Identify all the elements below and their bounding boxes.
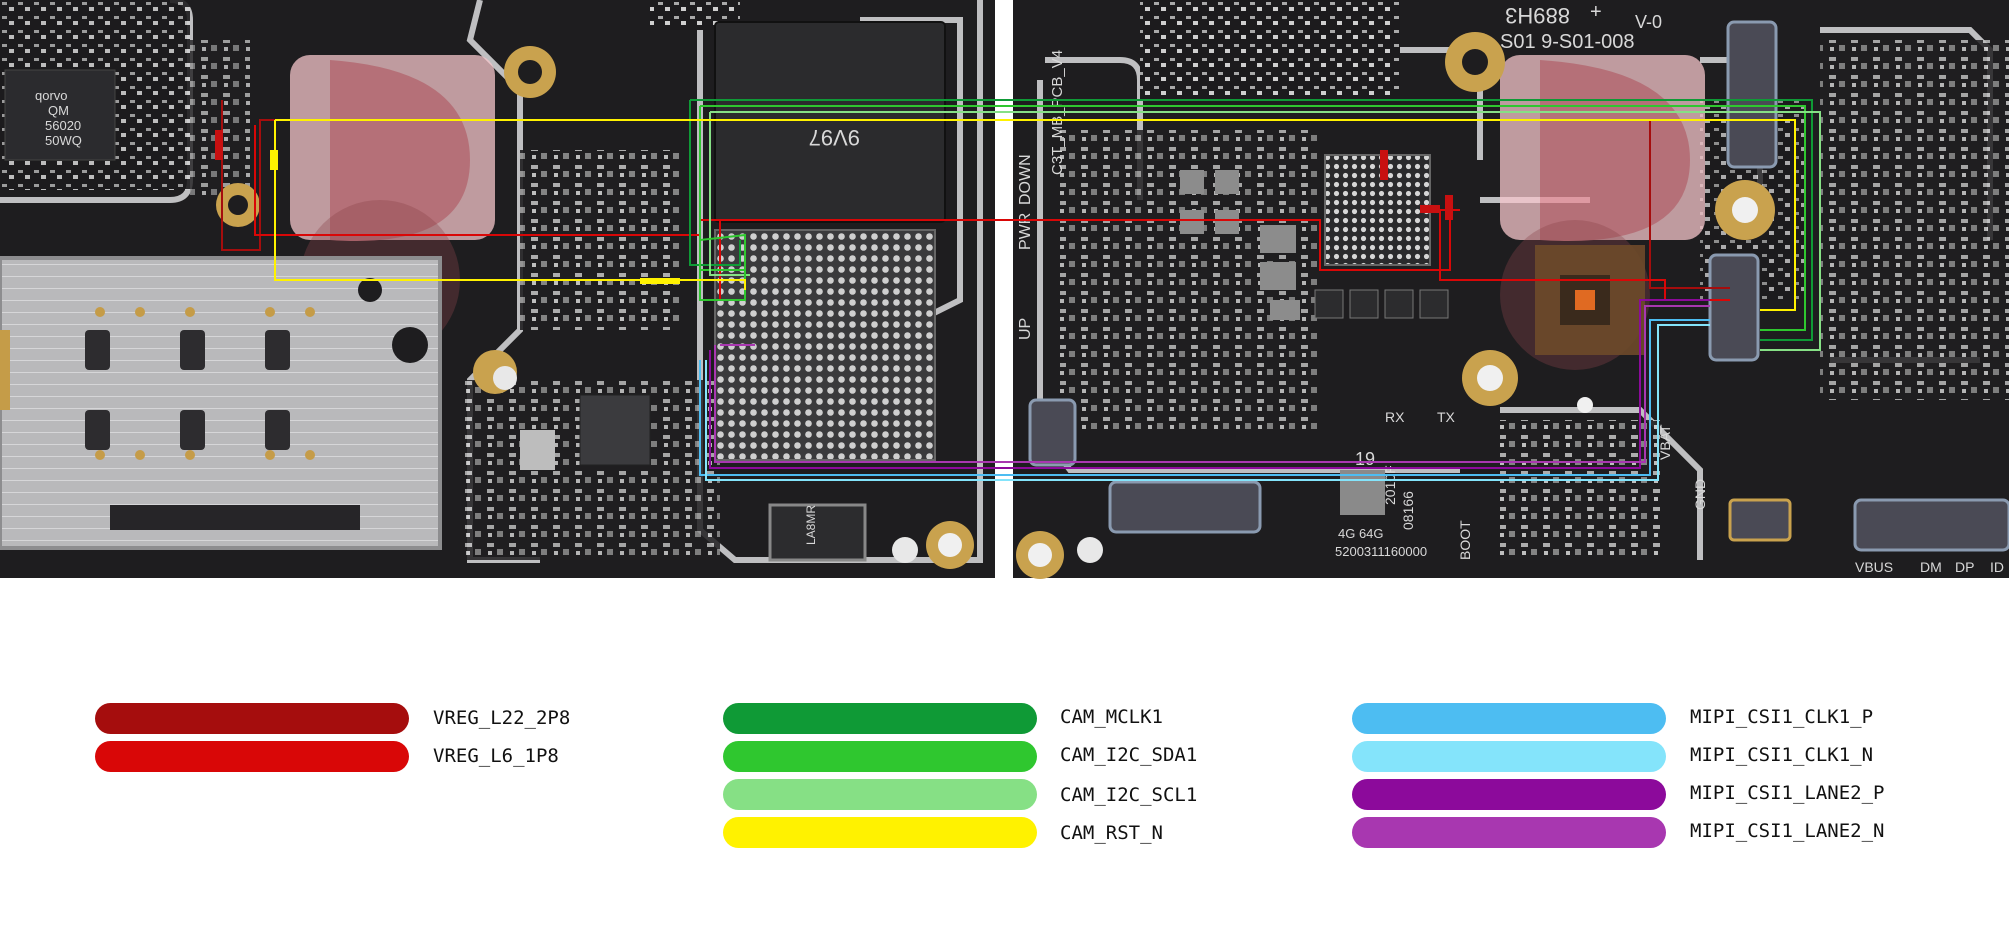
legend-label-mipi-csi1-lane2-p: MIPI_CSI1_LANE2_P [1690, 782, 1885, 804]
svg-text:DM: DM [1920, 559, 1942, 575]
sim-card-tray [0, 256, 442, 550]
legend-swatch-cam-i2c-scl1 [723, 779, 1037, 810]
svg-text:QM: QM [48, 103, 69, 118]
svg-text:DP: DP [1955, 559, 1974, 575]
svg-text:VBUS: VBUS [1855, 559, 1893, 575]
mounting-holes [216, 32, 1775, 579]
svg-text:DOWN: DOWN [1017, 154, 1034, 205]
svg-text:50WQ: 50WQ [45, 133, 82, 148]
legend-label-mipi-csi1-lane2-n: MIPI_CSI1_LANE2_N [1690, 820, 1885, 842]
legend-swatch-mipi-csi1-lane2-p [1352, 779, 1666, 810]
legend-swatch-mipi-csi1-clk1-n [1352, 741, 1666, 772]
svg-text:889H3: 889H3 [1505, 3, 1570, 28]
legend-label-cam-i2c-scl1: CAM_I2C_SCL1 [1060, 784, 1198, 806]
legend-swatch-mipi-csi1-lane2-n [1352, 817, 1666, 848]
svg-text:PWR: PWR [1017, 213, 1034, 250]
legend-label-vreg-l6-1p8: VREG_L6_1P8 [433, 745, 559, 767]
legend-swatch-vreg-l6-1p8 [95, 741, 409, 772]
svg-text:56020: 56020 [45, 118, 81, 133]
svg-text:BOOT: BOOT [1457, 520, 1473, 560]
legend-label-vreg-l22-2p8: VREG_L22_2P8 [433, 707, 571, 729]
svg-text:9V97: 9V97 [809, 125, 860, 150]
svg-text:5200311160000: 5200311160000 [1335, 544, 1427, 559]
svg-text:+: + [1590, 1, 1602, 23]
svg-text:TX: TX [1437, 409, 1456, 425]
legend-label-cam-rst-n: CAM_RST_N [1060, 822, 1163, 844]
pmic-bga-footprint [1324, 154, 1431, 266]
pcb-board-photo: qorvo QM 56020 50WQ [0, 0, 2009, 579]
svg-text:RX: RX [1385, 409, 1405, 425]
legend-label-mipi-csi1-clk1-n: MIPI_CSI1_CLK1_N [1690, 744, 1874, 766]
silkscreen-labels: UP PWR DOWN C3T_MB_PCB_V4 889H3 + V-0 S0… [804, 1, 2004, 575]
svg-text:08166: 08166 [1400, 491, 1416, 530]
legend-swatch-cam-i2c-sda1 [723, 741, 1037, 772]
legend-swatch-vreg-l22-2p8 [95, 703, 409, 734]
svg-text:UP: UP [1017, 318, 1034, 340]
svg-text:VBAT: VBAT [1657, 424, 1673, 460]
svg-text:19: 19 [1355, 449, 1375, 469]
svg-text:GND: GND [1692, 479, 1708, 510]
legend-swatch-mipi-csi1-clk1-p [1352, 703, 1666, 734]
fpc-connectors [1028, 20, 2009, 552]
legend-swatch-cam-rst-n [723, 817, 1037, 848]
shield-pad-copper [1535, 245, 1645, 355]
qorvo-ic: qorvo QM 56020 50WQ [4, 69, 116, 161]
signal-traces [221, 99, 1821, 481]
legend-label-cam-i2c-sda1: CAM_I2C_SDA1 [1060, 744, 1198, 766]
ram-chip: 9V97 [714, 21, 946, 223]
legend-label-mipi-csi1-clk1-p: MIPI_CSI1_CLK1_P [1690, 706, 1874, 728]
svg-text:4G 64G: 4G 64G [1338, 526, 1384, 541]
svg-text:qorvo: qorvo [35, 88, 68, 103]
legend-swatch-cam-mclk1 [723, 703, 1037, 734]
svg-text:LA8MR: LA8MR [804, 505, 818, 545]
svg-text:V-0: V-0 [1635, 12, 1662, 32]
legend-label-cam-mclk1: CAM_MCLK1 [1060, 706, 1163, 728]
svg-text:ID: ID [1990, 559, 2004, 575]
svg-text:S01 9-S01-008: S01 9-S01-008 [1500, 31, 1635, 53]
